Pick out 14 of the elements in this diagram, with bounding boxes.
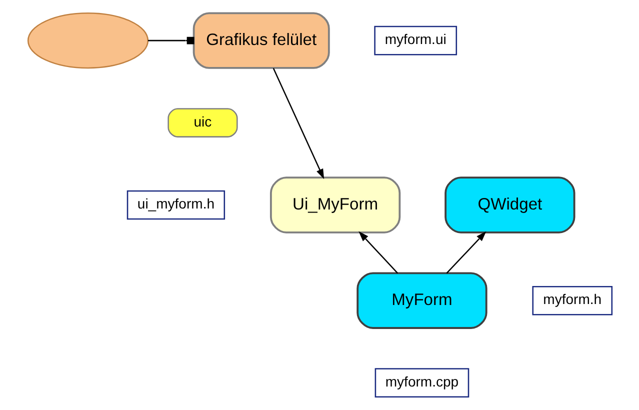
node-box: myform.cpp <box>374 368 469 398</box>
node-box: myform.h <box>532 286 612 316</box>
connector <box>147 36 194 44</box>
node-box: ui_myform.h <box>126 190 225 220</box>
arrow <box>446 231 486 274</box>
node-box: myform.ui <box>374 26 457 56</box>
node-ellipse <box>26 12 148 69</box>
arrow <box>358 231 398 274</box>
node-box: uic <box>167 108 238 138</box>
node-box: Grafikus felület <box>192 12 330 69</box>
node-box: QWidget <box>444 176 575 234</box>
node-box: MyForm <box>356 272 487 329</box>
node-box: Ui_MyForm <box>269 176 400 234</box>
arrow <box>272 68 324 180</box>
